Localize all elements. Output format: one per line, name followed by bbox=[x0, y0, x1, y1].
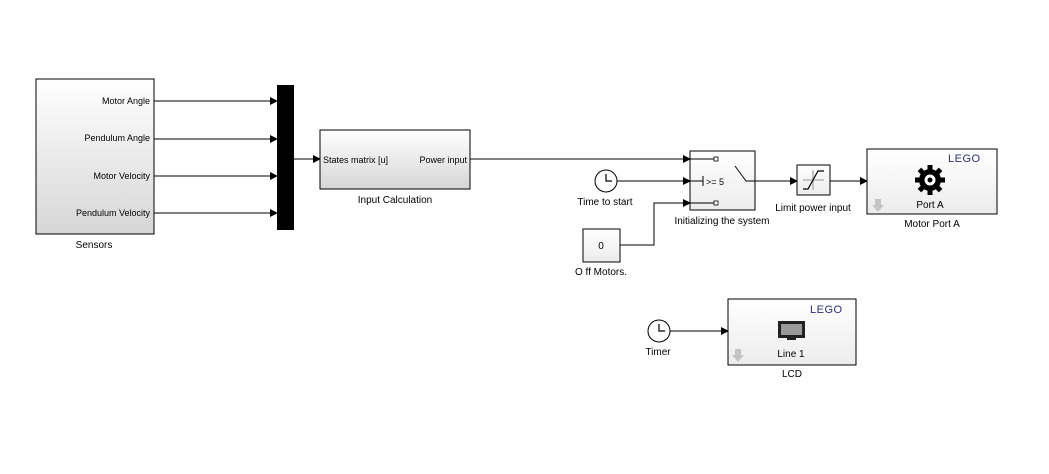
saturation-icon bbox=[803, 170, 824, 190]
monitor-icon bbox=[778, 321, 805, 340]
motor-port-port-label: Port A bbox=[916, 200, 944, 211]
sensors-port-pendulum-angle: Pendulum Angle bbox=[84, 133, 150, 143]
mux-block[interactable] bbox=[277, 85, 294, 230]
timer-clock[interactable] bbox=[647, 319, 671, 343]
sensors-block-label: Sensors bbox=[76, 240, 113, 251]
signal-line-off-motors[interactable] bbox=[620, 199, 691, 246]
initializing-switch-block[interactable]: >= 5 bbox=[689, 150, 756, 211]
time-to-start-clock[interactable] bbox=[594, 169, 618, 193]
sensors-port-pendulum-velocity: Pendulum Velocity bbox=[76, 208, 151, 218]
input-calculation-in-port: States matrix [u] bbox=[323, 155, 388, 165]
clock-icon bbox=[605, 174, 612, 182]
motor-port-block[interactable]: LEGO Port A bbox=[866, 148, 998, 215]
sensors-port-motor-angle: Motor Angle bbox=[102, 96, 150, 106]
lcd-line-label: Line 1 bbox=[777, 349, 805, 360]
lcd-label: LCD bbox=[782, 369, 802, 380]
switch-criteria: >= 5 bbox=[706, 177, 724, 187]
input-calculation-out-port: Power input bbox=[419, 155, 467, 165]
saturation-block[interactable] bbox=[796, 164, 831, 196]
motor-port-label: Motor Port A bbox=[904, 219, 960, 230]
time-to-start-label: Time to start bbox=[577, 197, 632, 208]
sensors-block[interactable]: Motor Angle Pendulum Angle Motor Velocit… bbox=[35, 78, 155, 235]
download-arrow-icon bbox=[872, 199, 884, 212]
motor-gear-icon bbox=[915, 165, 945, 195]
lcd-block[interactable]: LEGO Line 1 bbox=[727, 298, 857, 366]
clock-icon bbox=[658, 324, 665, 332]
input-calculation-label: Input Calculation bbox=[358, 195, 433, 206]
timer-label: Timer bbox=[645, 347, 671, 358]
off-motors-label: O ff Motors. bbox=[575, 267, 627, 278]
lcd-brand: LEGO bbox=[810, 304, 843, 316]
download-arrow-icon bbox=[732, 349, 744, 362]
initializing-switch-label: Initializing the system bbox=[674, 216, 769, 227]
off-motors-constant[interactable]: 0 bbox=[582, 228, 621, 263]
motor-port-brand: LEGO bbox=[948, 153, 981, 165]
off-motors-value: 0 bbox=[598, 241, 604, 252]
input-calculation-block[interactable]: States matrix [u] Power input bbox=[319, 129, 471, 190]
saturation-label: Limit power input bbox=[775, 203, 851, 214]
sensors-port-motor-velocity: Motor Velocity bbox=[93, 171, 150, 181]
